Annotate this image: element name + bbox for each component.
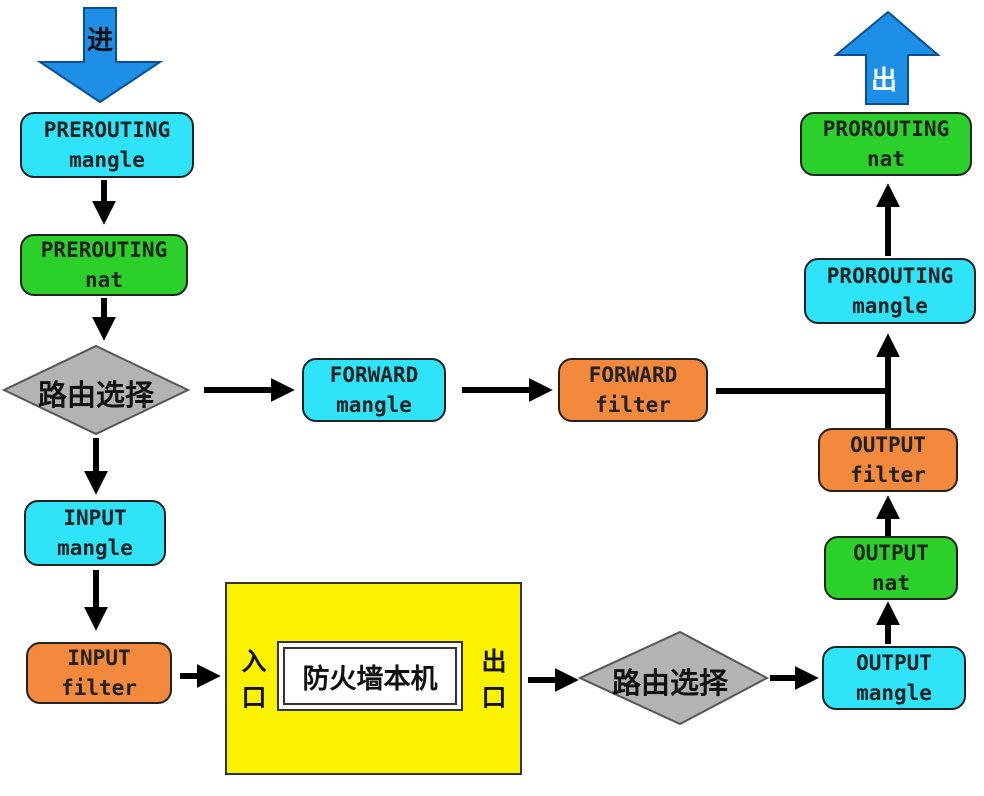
- node-line2: mangle: [852, 294, 928, 318]
- node-forward-filter: FORWARD filter: [558, 358, 708, 422]
- node-line2: mangle: [57, 536, 133, 560]
- node-line1: PROROUTING: [822, 117, 950, 141]
- firewall-host-box: 入口 防火墙本机 出口: [225, 582, 522, 775]
- node-postrouting-mangle: PROROUTING mangle: [804, 258, 976, 324]
- exit-label: 出: [871, 66, 898, 96]
- node-line2: nat: [872, 571, 910, 595]
- node-line1: OUTPUT: [850, 433, 926, 457]
- firewall-in-label: 入口: [241, 647, 267, 712]
- node-line2: mangle: [856, 681, 932, 705]
- firewall-title: 防火墙本机: [302, 663, 438, 695]
- node-line2: nat: [867, 147, 905, 171]
- routing-decision-2-label: 路由选择: [612, 666, 729, 700]
- node-output-filter: OUTPUT filter: [818, 428, 958, 492]
- firewall-out-label: 出口: [481, 647, 507, 712]
- node-line2: filter: [61, 676, 137, 700]
- node-line2: filter: [850, 463, 926, 487]
- node-line1: PROROUTING: [826, 264, 954, 288]
- node-line1: FORWARD: [329, 363, 419, 387]
- node-prerouting-nat: PREROUTING nat: [20, 234, 188, 296]
- node-line1: PREROUTING: [43, 118, 171, 142]
- node-line1: OUTPUT: [853, 541, 929, 565]
- node-output-nat: OUTPUT nat: [824, 536, 958, 600]
- node-prerouting-mangle: PREROUTING mangle: [20, 112, 194, 178]
- node-input-mangle: INPUT mangle: [24, 500, 166, 566]
- node-line1: INPUT: [63, 506, 127, 530]
- node-line1: INPUT: [67, 646, 131, 670]
- node-line2: mangle: [336, 393, 412, 417]
- node-line2: mangle: [69, 148, 145, 172]
- node-line1: PREROUTING: [40, 238, 168, 262]
- node-line2: nat: [85, 268, 123, 292]
- node-line1: OUTPUT: [856, 651, 932, 675]
- firewall-inner-frame: 防火墙本机: [277, 641, 463, 711]
- node-postrouting-nat: PROROUTING nat: [800, 112, 972, 176]
- node-line1: FORWARD: [588, 363, 678, 387]
- routing-decision-1-label: 路由选择: [38, 378, 155, 412]
- node-line2: filter: [595, 393, 671, 417]
- node-input-filter: INPUT filter: [26, 642, 172, 704]
- entry-label: 进: [87, 26, 114, 56]
- node-forward-mangle: FORWARD mangle: [302, 358, 446, 422]
- firewall-inner-frame-2: 防火墙本机: [283, 647, 457, 705]
- node-output-mangle: OUTPUT mangle: [822, 646, 966, 710]
